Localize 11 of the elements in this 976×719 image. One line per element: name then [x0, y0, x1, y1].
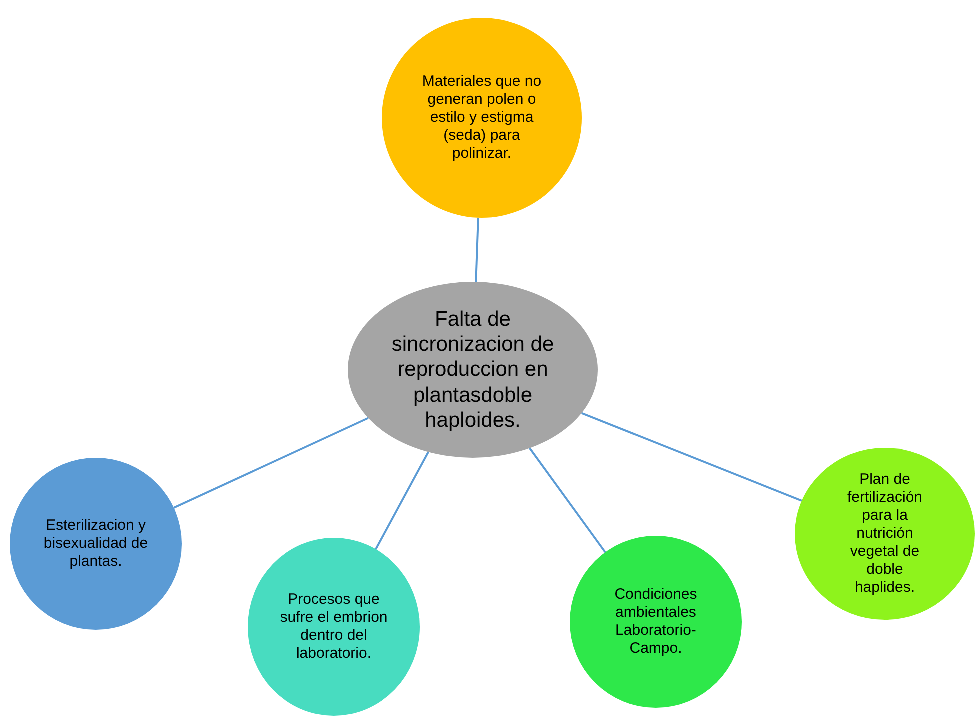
- node-text: Esterilizacion y bisexualidad de plantas.: [42, 517, 150, 571]
- node-text: Materiales que no generan polen o estilo y estigma (seda) para polinizar.: [421, 73, 543, 163]
- connector-line: [581, 412, 802, 502]
- connector-line: [529, 448, 606, 553]
- node-text: Condiciones ambientales Laboratorio-Campo.: [614, 586, 698, 658]
- connector-line: [475, 218, 480, 282]
- node-text: Falta de sincronizacion de reproduccion en plantasdoble haploides.: [390, 307, 556, 433]
- connector-line: [375, 452, 430, 550]
- node-text: Plan de fertilización para la nutrición vegetal de doble haplides.: [846, 471, 924, 597]
- node-text: Procesos que sufre el embrion dentro del laboratorio.: [279, 591, 389, 663]
- connector-line: [174, 417, 369, 509]
